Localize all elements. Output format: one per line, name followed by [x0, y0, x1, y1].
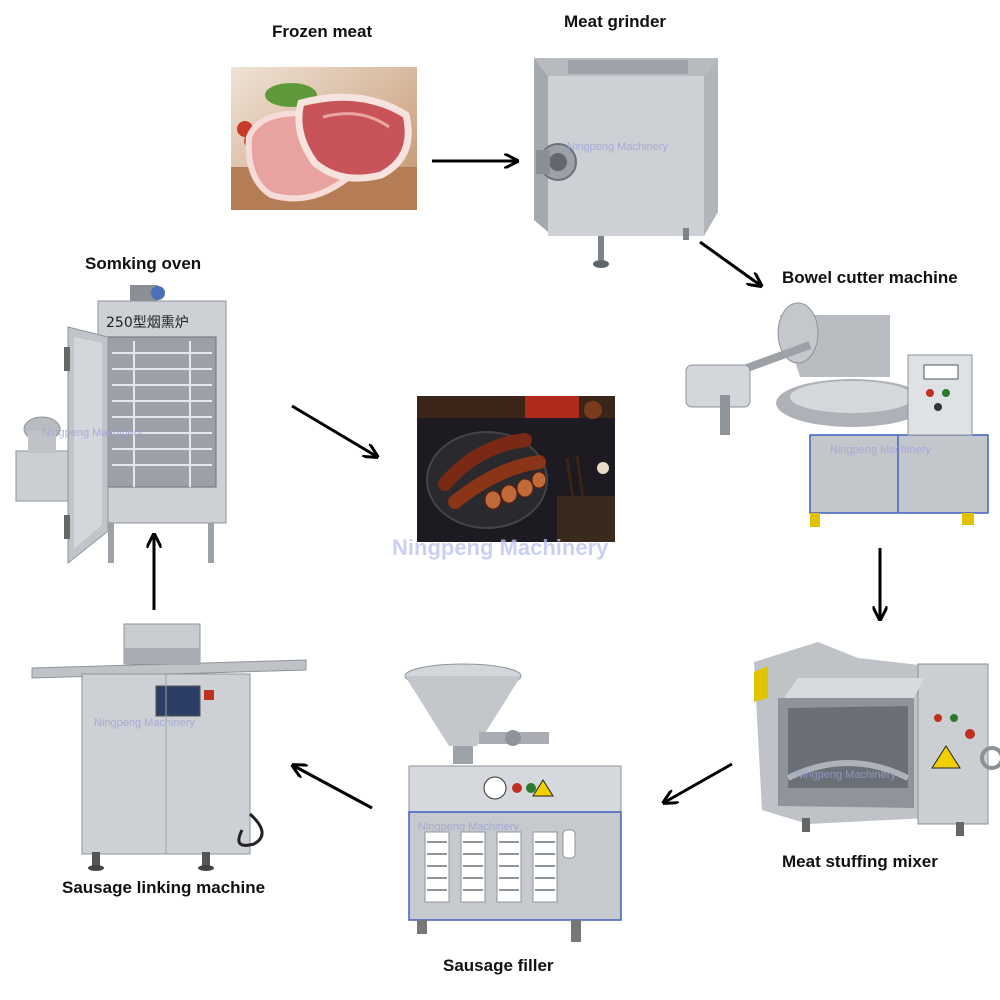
- oven-plate-text: 250型烟熏炉: [106, 315, 189, 331]
- frozen-meat-image: [231, 67, 417, 210]
- label-smoking-oven: Somking oven: [85, 254, 202, 273]
- label-sausage-filler: Sausage filler: [443, 956, 554, 975]
- label-frozen-meat: Frozen meat: [272, 22, 373, 41]
- watermark: Ningpeng Machinery: [567, 141, 668, 153]
- watermark: Ningpeng Machinery: [94, 717, 195, 729]
- arrow-oven-to-product: [291, 404, 376, 456]
- smoking-oven-image: 250型烟熏炉: [15, 285, 227, 565]
- bowel-cutter-image: [685, 302, 989, 527]
- watermark: Ningpeng Machinery: [418, 821, 519, 833]
- label-linking-machine: Sausage linking machine: [62, 878, 266, 897]
- watermark-center: Ningpeng Machinery: [392, 535, 609, 560]
- arrow-filler-to-linker: [294, 766, 373, 810]
- sausage-filler-image: [404, 663, 622, 942]
- watermark: Ningpeng Machinery: [795, 769, 896, 781]
- sausage-dish-image: [417, 396, 615, 543]
- label-meat-grinder: Meat grinder: [564, 12, 667, 31]
- sausage-linking-machine-image: [31, 623, 307, 871]
- label-bowel-cutter: Bowel cutter machine: [782, 268, 958, 287]
- arrow-grinder-to-cutter: [699, 240, 760, 285]
- meat-grinder-image: [534, 58, 718, 268]
- watermark: Ningpeng Machinery: [830, 444, 931, 456]
- arrow-mixer-to-filler: [665, 762, 733, 802]
- watermark: Ningpeng Machinery: [42, 427, 143, 439]
- meat-stuffing-mixer-image: [754, 642, 1000, 836]
- label-stuffing-mixer: Meat stuffing mixer: [782, 852, 938, 871]
